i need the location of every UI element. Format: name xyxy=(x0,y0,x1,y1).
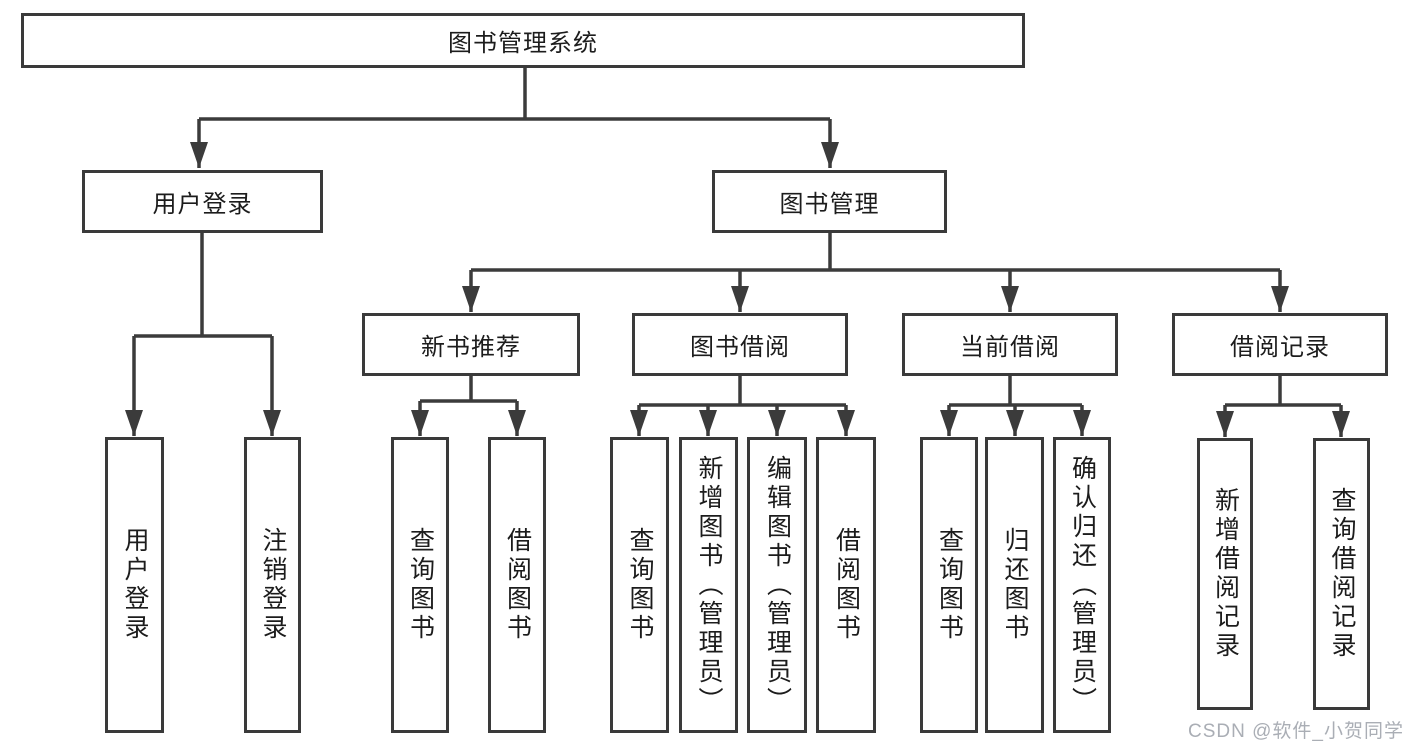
leaf-edit-book-admin-label: 编辑图书（管理员） xyxy=(763,454,792,716)
leaf-return-book-label: 归还图书 xyxy=(1001,527,1029,643)
leaf-borrow-book-label: 借阅图书 xyxy=(832,527,861,643)
node-root: 图书管理系统 xyxy=(21,13,1025,68)
leaf-add-borrow-record: 新增借阅记录 xyxy=(1197,438,1253,710)
leaf-borrow-book-newrec-label: 借阅图书 xyxy=(503,527,532,643)
leaf-logout-label: 注销登录 xyxy=(259,527,287,643)
leaf-add-borrow-record-label: 新增借阅记录 xyxy=(1211,487,1240,661)
leaf-query-book-borrow: 查询图书 xyxy=(610,437,669,733)
leaf-query-borrow-record-label: 查询借阅记录 xyxy=(1328,487,1356,661)
leaf-query-borrow-record: 查询借阅记录 xyxy=(1313,438,1370,710)
leaf-logout: 注销登录 xyxy=(244,437,301,733)
node-new-book-rec: 新书推荐 xyxy=(362,313,580,376)
leaf-query-book-newrec: 查询图书 xyxy=(391,437,449,733)
leaf-return-book: 归还图书 xyxy=(985,437,1044,733)
node-user-login: 用户登录 xyxy=(82,170,323,233)
leaf-query-book-current-label: 查询图书 xyxy=(935,527,964,643)
leaf-query-book-newrec-label: 查询图书 xyxy=(406,527,435,643)
leaf-borrow-book-newrec: 借阅图书 xyxy=(488,437,546,733)
node-book-borrow: 图书借阅 xyxy=(632,313,848,376)
leaf-add-book-admin-label: 新增图书（管理员） xyxy=(695,454,723,716)
leaf-edit-book-admin: 编辑图书（管理员） xyxy=(747,437,807,733)
leaf-add-book-admin: 新增图书（管理员） xyxy=(679,437,738,733)
leaf-query-book-borrow-label: 查询图书 xyxy=(626,527,654,643)
leaf-user-login: 用户登录 xyxy=(105,437,164,733)
watermark: CSDN @软件_小贺同学 xyxy=(1188,721,1404,742)
node-book-mgmt: 图书管理 xyxy=(712,170,947,233)
node-borrow-record: 借阅记录 xyxy=(1172,313,1388,376)
leaf-borrow-book: 借阅图书 xyxy=(816,437,876,733)
leaf-confirm-return-admin-label: 确认归还（管理员） xyxy=(1068,454,1097,716)
leaf-user-login-label: 用户登录 xyxy=(121,527,149,643)
node-current-borrow: 当前借阅 xyxy=(902,313,1118,376)
leaf-query-book-current: 查询图书 xyxy=(920,437,978,733)
leaf-confirm-return-admin: 确认归还（管理员） xyxy=(1053,437,1111,733)
